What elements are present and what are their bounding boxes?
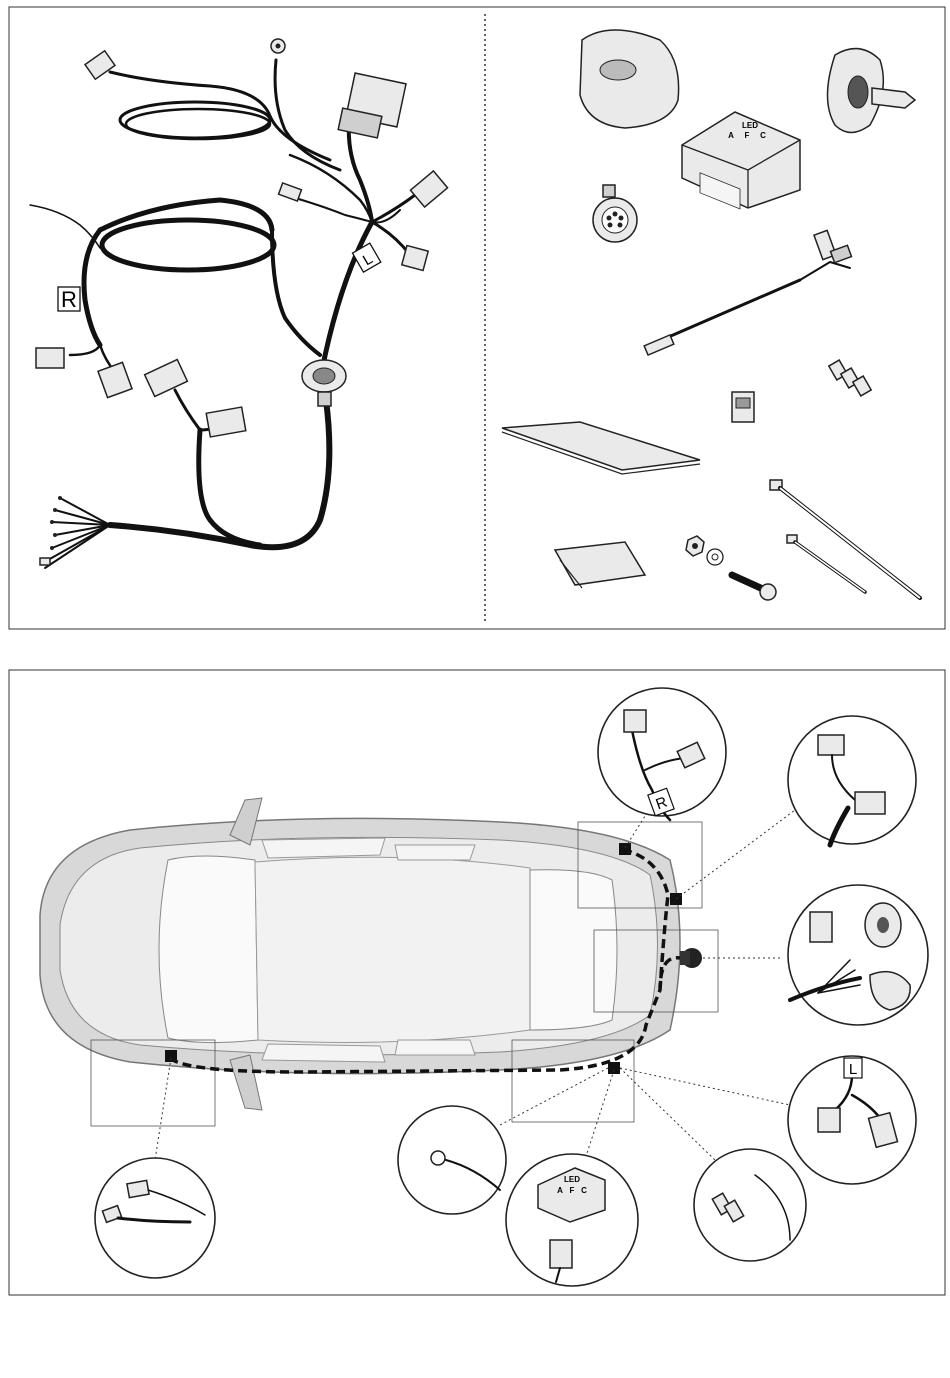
module-letter-a: A — [728, 131, 734, 140]
detail-module-letter-c: C — [581, 1186, 587, 1195]
detail-front-connector — [95, 1158, 215, 1278]
detail-label-left: L — [849, 1061, 857, 1078]
detail-module-letter-a: A — [557, 1186, 563, 1195]
harness-label-right: R — [58, 287, 80, 312]
harness-label-right-text: R — [61, 287, 77, 312]
detail-module-label: LED — [564, 1175, 580, 1184]
module-letter-f: F — [745, 131, 750, 140]
detail-left-branch: L — [788, 1056, 916, 1184]
detail-module-letter-f: F — [570, 1186, 575, 1195]
module-label: LED — [742, 121, 758, 130]
trailer-socket-cover — [580, 30, 679, 128]
detail-splice-connectors — [694, 1149, 806, 1261]
relay-connector — [732, 392, 754, 422]
detail-connector-pair — [788, 716, 916, 845]
detail-led-module: LED A F C — [506, 1154, 638, 1286]
kit-contents-frame — [9, 7, 945, 629]
detail-socket-wiring — [788, 885, 928, 1025]
module-letter-c: C — [760, 131, 766, 140]
detail-ring-terminal — [398, 1106, 506, 1214]
